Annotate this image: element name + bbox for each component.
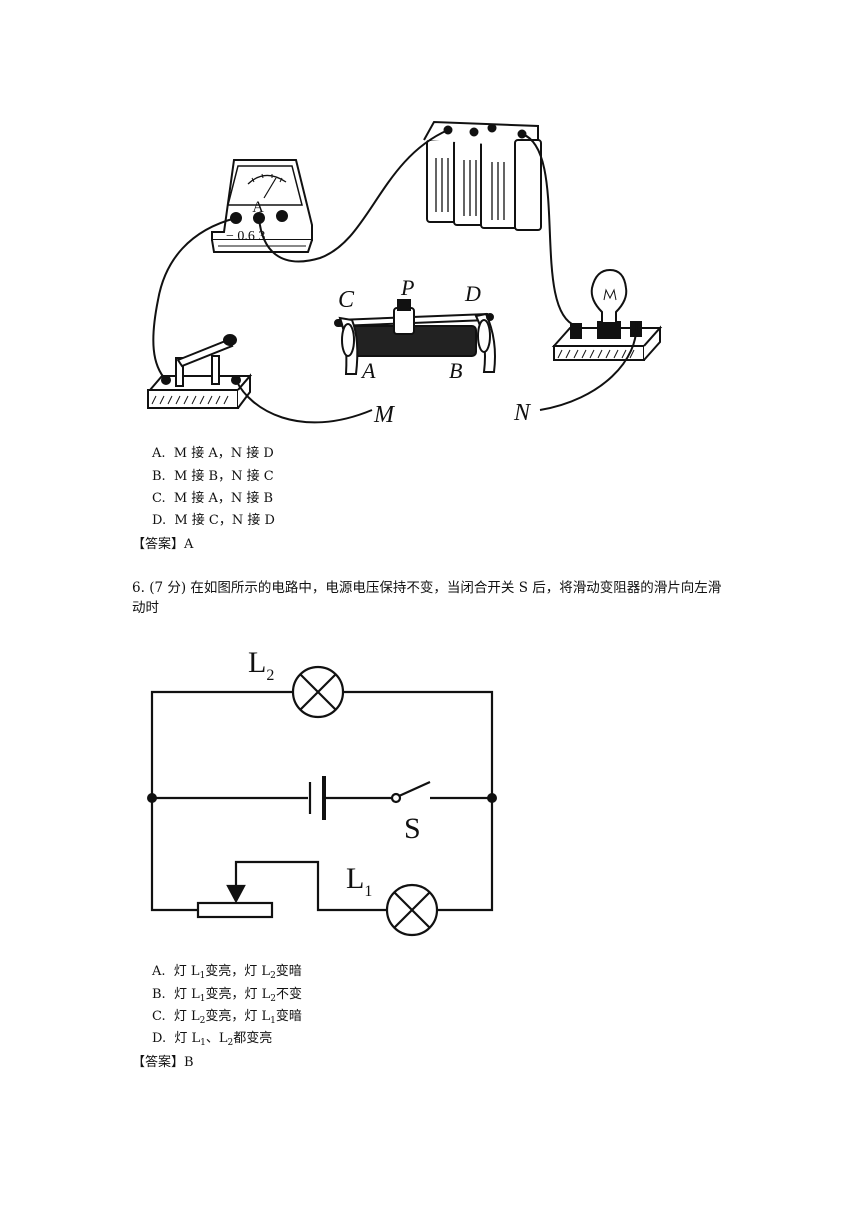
switch-symbol <box>390 780 431 804</box>
option-letter: A. <box>152 446 166 461</box>
battery-pack <box>423 120 542 231</box>
question-text: 在如图所示的电路中，电源电压保持不变，当闭合开关 S 后，将滑动变阻器的滑片向左… <box>132 580 722 616</box>
q5-option-b: B. M 接 B，N 接 C <box>152 469 274 485</box>
option-text: M 接 A，N 接 B <box>173 491 274 506</box>
answer-label: 【答案】 <box>132 1055 185 1070</box>
q6-option-d: D. 灯 L1、L2都变亮 <box>152 1031 272 1048</box>
option-letter: C. <box>152 1009 166 1024</box>
rheostat <box>334 299 496 375</box>
rheostat-symbol <box>196 884 274 919</box>
lamp-holder <box>551 268 663 361</box>
option-text: 变亮，灯 L <box>205 987 271 1002</box>
q6-option-a: A. 灯 L1变亮，灯 L2变暗 <box>152 964 302 981</box>
option-subscript: 2 <box>199 1016 206 1026</box>
option-text: 灯 L <box>173 1009 200 1024</box>
wire-end-M: M <box>373 402 396 428</box>
option-letter: A. <box>152 964 166 979</box>
option-subscript: 1 <box>200 1038 206 1048</box>
option-text: 都变亮 <box>233 1031 273 1046</box>
option-text: 变暗 <box>275 1009 302 1024</box>
option-subscript: 1 <box>199 971 206 981</box>
rheostat-label-C: C <box>338 287 355 313</box>
q6-option-b: B. 灯 L1变亮，灯 L2不变 <box>152 987 302 1004</box>
rheostat-label-B: B <box>449 358 462 383</box>
option-text: M 接 C，N 接 D <box>174 513 275 528</box>
option-subscript: 2 <box>227 1038 234 1048</box>
q6-answer: 【答案】B <box>132 1055 194 1071</box>
option-letter: C. <box>152 491 166 506</box>
ammeter-label: A <box>252 199 264 216</box>
label-S: S <box>404 812 421 845</box>
option-letter: D. <box>152 513 167 528</box>
option-text: 变亮，灯 L <box>205 964 271 979</box>
circuit-illustration-q5: A − 0.6 3 <box>147 120 663 428</box>
label-L2: L2 <box>248 646 274 684</box>
knife-switch <box>147 334 253 409</box>
option-letter: B. <box>152 469 166 484</box>
q5-option-a: A. M 接 A，N 接 D <box>152 446 274 462</box>
lamp-L1-symbol <box>385 883 439 937</box>
answer-label: 【答案】 <box>132 537 185 552</box>
circuit-diagram-q6 <box>147 665 497 937</box>
battery-symbol <box>308 776 326 820</box>
circuit-wires <box>150 690 494 912</box>
question-number: 6. <box>132 580 145 596</box>
label-subscript: 1 <box>364 883 373 900</box>
answer-value: B <box>184 1055 194 1070</box>
option-text: 灯 L <box>173 987 200 1002</box>
wire-end-N: N <box>513 400 532 426</box>
q6-stem: 6. (7 分) 在如图所示的电路中，电源电压保持不变，当闭合开关 S 后，将滑… <box>132 578 732 618</box>
wires <box>152 129 638 424</box>
option-text: 灯 L <box>173 964 200 979</box>
option-text: 灯 L <box>174 1031 201 1046</box>
q6-option-c: C. 灯 L2变亮，灯 L1变暗 <box>152 1009 302 1026</box>
option-subscript: 2 <box>270 994 276 1004</box>
question-points: (7 分) <box>149 580 187 596</box>
option-text: M 接 B，N 接 C <box>173 469 274 484</box>
label-letter: L <box>346 862 365 895</box>
label-letter: L <box>248 646 267 679</box>
option-text: 变亮，灯 L <box>205 1009 271 1024</box>
option-letter: B. <box>152 987 166 1002</box>
q5-answer: 【答案】A <box>132 537 193 553</box>
ammeter-terminal-labels: − 0.6 3 <box>226 229 265 244</box>
lamp-L2-symbol <box>291 665 345 719</box>
option-subscript: 1 <box>270 1016 276 1026</box>
option-letter: D. <box>152 1031 167 1046</box>
option-text: 、L <box>205 1031 228 1046</box>
option-text: 不变 <box>275 987 302 1002</box>
q5-option-d: D. M 接 C，N 接 D <box>152 513 275 529</box>
option-subscript: 2 <box>270 971 276 981</box>
rheostat-label-D: D <box>464 281 481 306</box>
q5-option-c: C. M 接 A，N 接 B <box>152 491 273 507</box>
rheostat-label-A: A <box>360 358 376 383</box>
rheostat-label-P: P <box>400 275 414 300</box>
label-L1: L1 <box>346 862 372 900</box>
option-text: M 接 A，N 接 D <box>173 446 274 461</box>
ammeter <box>211 159 313 253</box>
label-subscript: 2 <box>266 667 275 684</box>
junction-dot <box>147 793 157 803</box>
option-subscript: 1 <box>199 994 206 1004</box>
option-text: 变暗 <box>275 964 302 979</box>
answer-value: A <box>184 537 194 552</box>
junction-dot <box>487 793 497 803</box>
